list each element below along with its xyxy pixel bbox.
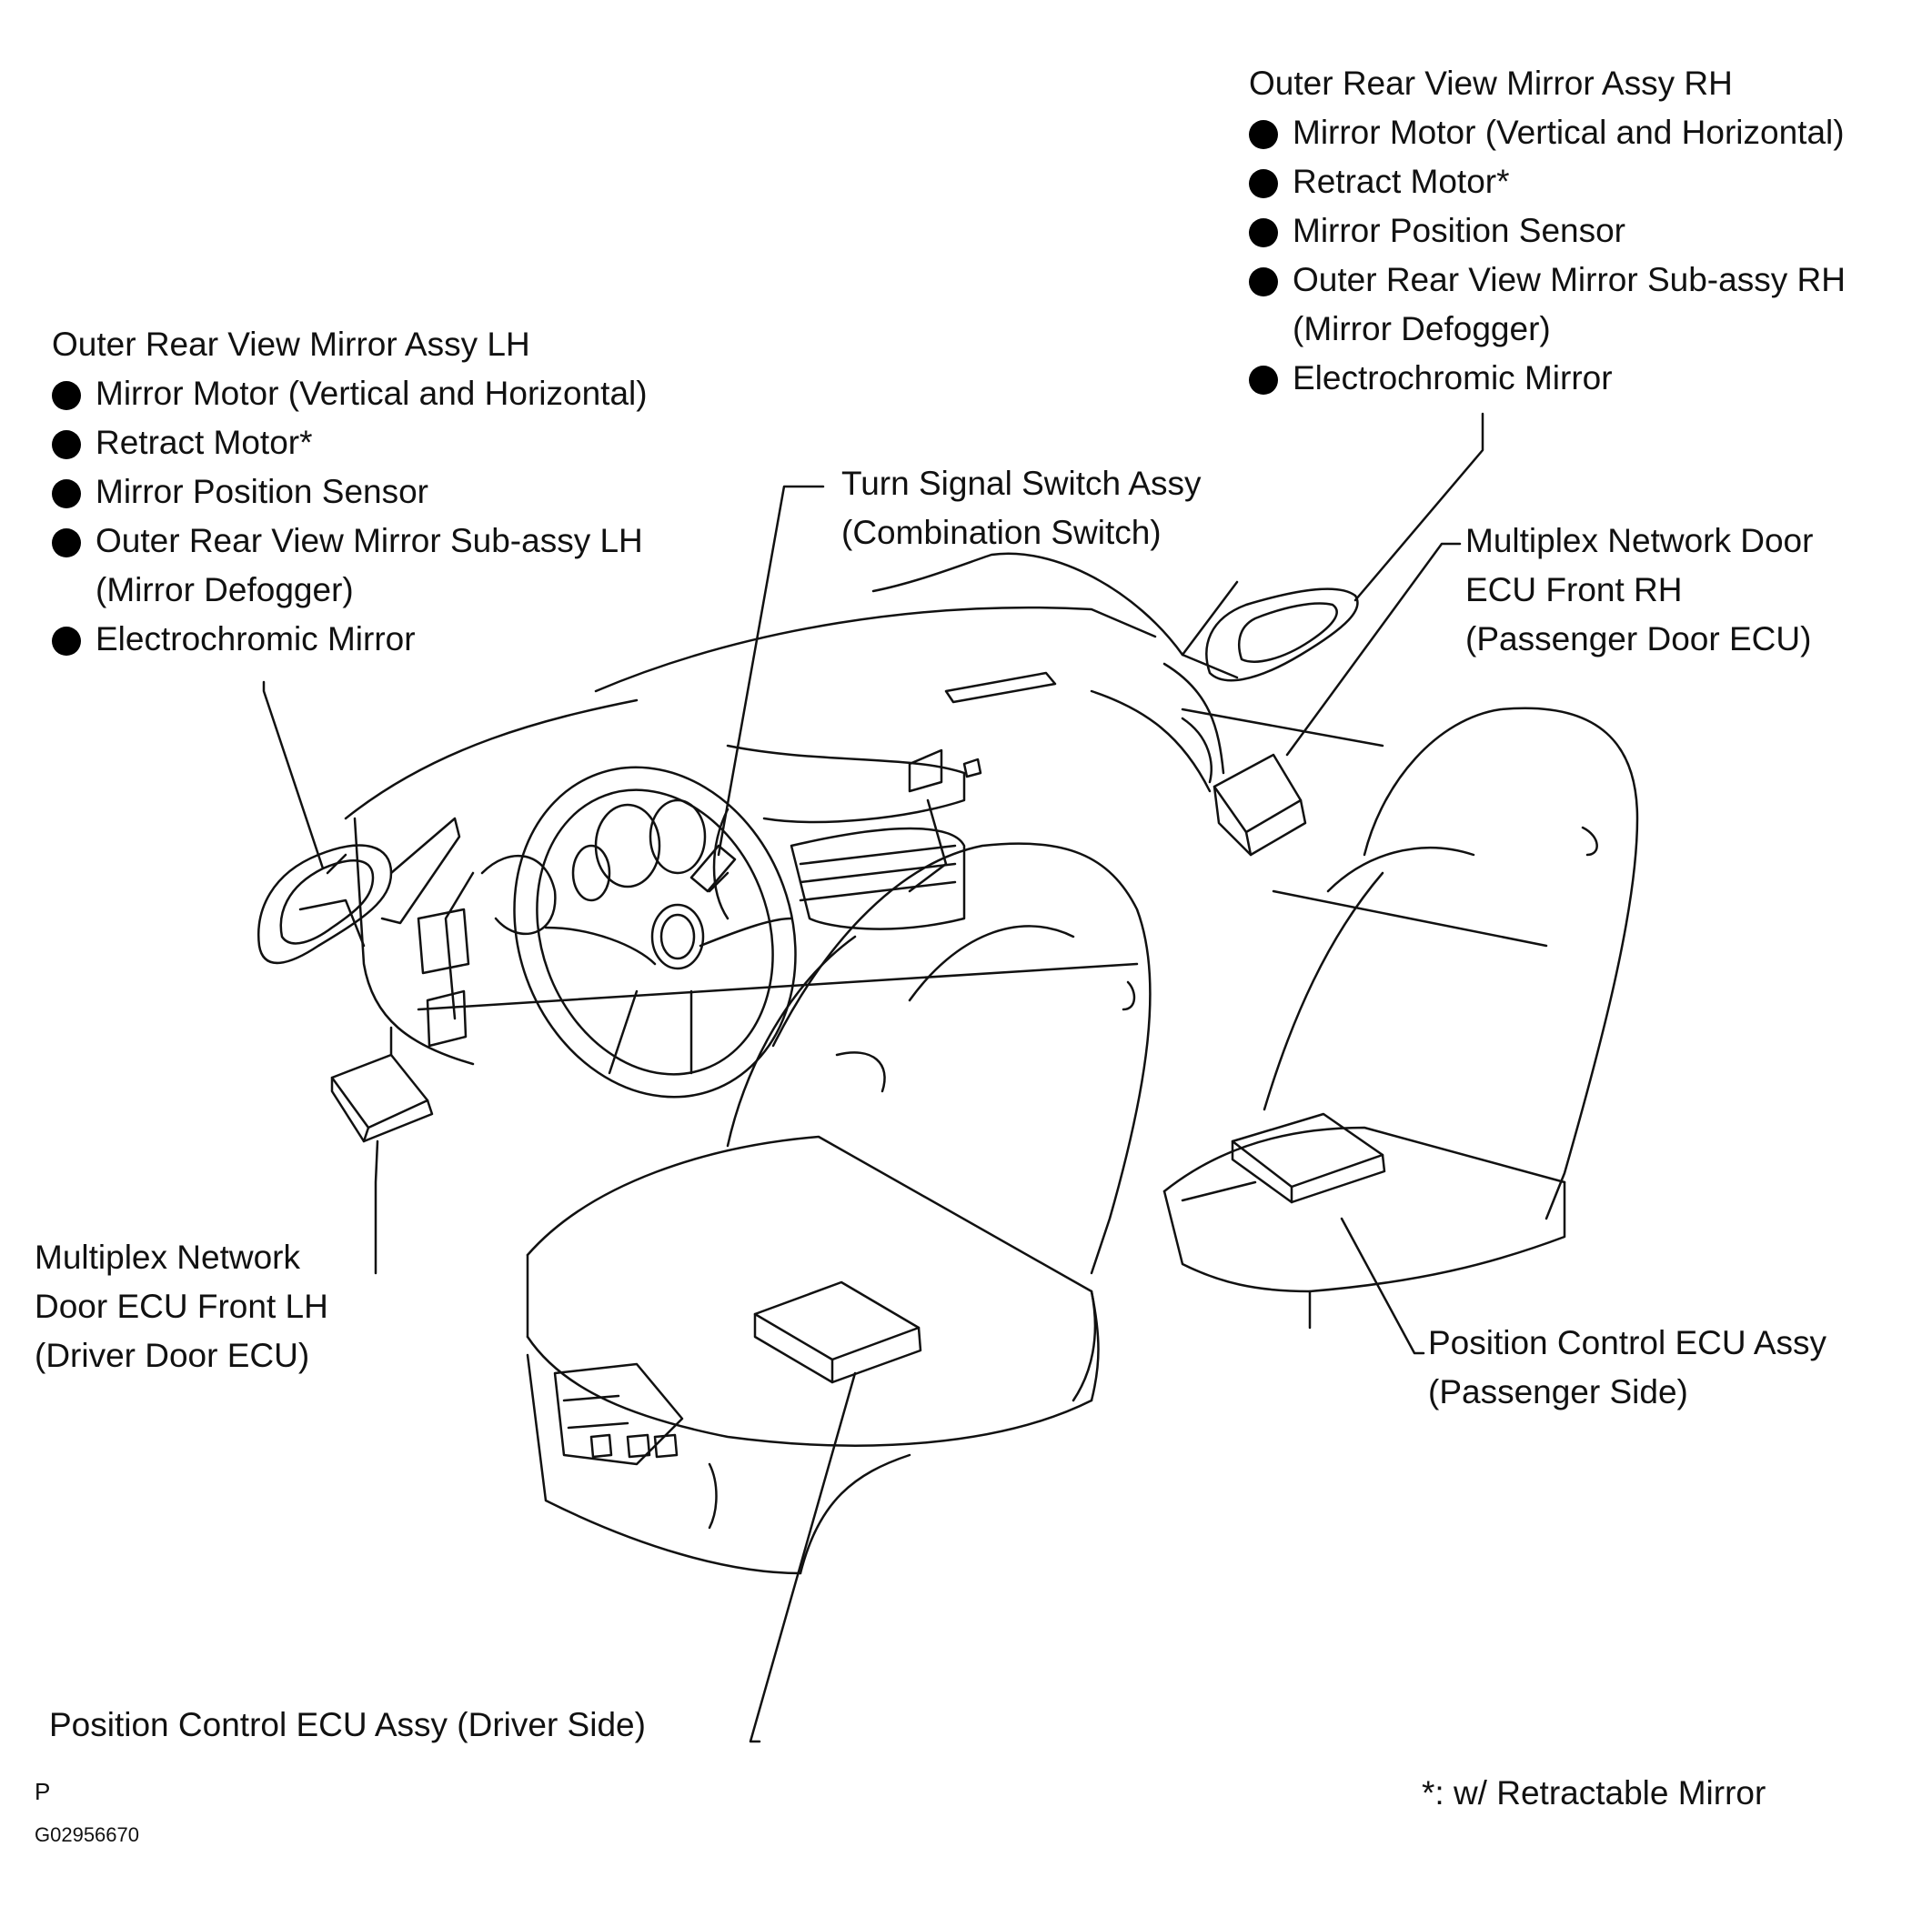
- pos-ecu-passenger-label: Position Control ECU Assy (Passenger Sid…: [1428, 1324, 1827, 1410]
- bullet-icon: [52, 381, 81, 410]
- leader-pos-ecu-passenger: [1340, 1217, 1425, 1355]
- dashboard-illustration: [298, 552, 1548, 1066]
- figure-id: G02956670: [35, 1823, 139, 1846]
- lh-mirror-illustration: [257, 817, 461, 964]
- steering-wheel-illustration: [513, 766, 797, 1099]
- bullet-icon: [1249, 218, 1278, 247]
- leader-lh-mirror: [262, 680, 325, 870]
- rh-mirror-item: Mirror Position Sensor: [1249, 206, 1846, 256]
- pos-ecu-driver-box: [753, 1280, 922, 1384]
- door-ecu-rh-box: [1213, 753, 1307, 857]
- lh-mirror-title: Outer Rear View Mirror Assy LH: [52, 326, 530, 363]
- lh-mirror-item: Outer Rear View Mirror Sub-assy LH(Mirro…: [52, 517, 648, 615]
- rh-mirror-title: Outer Rear View Mirror Assy RH: [1249, 65, 1733, 102]
- rh-mirror-item: Electrochromic Mirror: [1249, 354, 1846, 403]
- rh-mirror-illustration: [1181, 580, 1359, 682]
- pos-ecu-passenger-box: [1231, 1112, 1386, 1204]
- turn-signal-label: Turn Signal Switch Assy (Combination Swi…: [841, 465, 1202, 551]
- corner-mark: P: [35, 1778, 51, 1805]
- rh-mirror-item: Outer Rear View Mirror Sub-assy RH(Mirro…: [1249, 256, 1846, 354]
- driver-seat-illustration: [526, 842, 1152, 1575]
- bullet-icon: [52, 528, 81, 557]
- rh-mirror-item-list: Mirror Motor (Vertical and Horizontal) R…: [1249, 108, 1846, 403]
- bullet-icon: [1249, 366, 1278, 395]
- passenger-seat-illustration: [1162, 707, 1639, 1330]
- lh-mirror-item-list: Mirror Motor (Vertical and Horizontal) R…: [52, 369, 648, 664]
- bullet-icon: [52, 430, 81, 459]
- footnote: *: w/ Retractable Mirror: [1422, 1774, 1766, 1812]
- lh-mirror-item: Electrochromic Mirror: [52, 615, 648, 664]
- bullet-icon: [52, 479, 81, 508]
- lh-mirror-item: Retract Motor*: [52, 418, 648, 467]
- leader-pos-ecu-driver: [749, 1371, 857, 1743]
- door-ecu-lh-box: [330, 1026, 434, 1143]
- bullet-icon: [52, 627, 81, 656]
- lh-mirror-item: Mirror Position Sensor: [52, 467, 648, 517]
- lh-mirror-item: Mirror Motor (Vertical and Horizontal): [52, 369, 648, 418]
- bullet-icon: [1249, 267, 1278, 296]
- leader-door-ecu-lh: [374, 1139, 379, 1275]
- pos-ecu-driver-label: Position Control ECU Assy (Driver Side): [49, 1706, 646, 1743]
- leader-rh-mirror: [1353, 412, 1484, 602]
- turn-signal-stalk-illustration: [689, 844, 737, 893]
- lh-mirror-label: Outer Rear View Mirror Assy LH Mirror Mo…: [52, 320, 648, 664]
- leader-turn-signal: [717, 485, 825, 857]
- leader-lines: [262, 412, 1484, 1743]
- leader-door-ecu-rh: [1285, 542, 1462, 757]
- rh-mirror-item: Retract Motor*: [1249, 157, 1846, 206]
- bullet-icon: [1249, 120, 1278, 149]
- door-ecu-rh-label: Multiplex Network Door ECU Front RH (Pas…: [1465, 522, 1814, 657]
- bullet-icon: [1249, 169, 1278, 198]
- rh-mirror-label: Outer Rear View Mirror Assy RH Mirror Mo…: [1249, 59, 1846, 403]
- rh-mirror-item: Mirror Motor (Vertical and Horizontal): [1249, 108, 1846, 157]
- door-ecu-lh-label: Multiplex Network Door ECU Front LH (Dri…: [35, 1239, 328, 1374]
